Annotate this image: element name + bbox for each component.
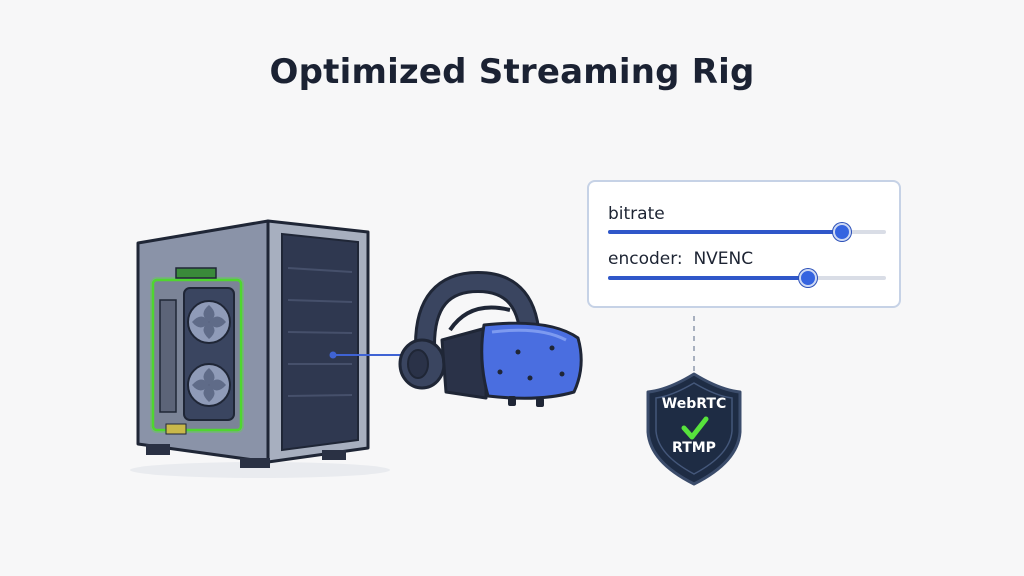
vr-headset-icon: [398, 270, 583, 407]
pc-shadow: [130, 462, 390, 478]
bitrate-label: bitrate: [608, 204, 665, 224]
bitrate-slider[interactable]: [608, 223, 886, 241]
badge-label-webrtc: WebRTC: [661, 396, 727, 412]
page-title: Optimized Streaming Rig: [269, 52, 755, 92]
badge-label-rtmp: RTMP: [672, 440, 716, 456]
encoder-slider-fill: [608, 276, 809, 280]
bitrate-slider-thumb[interactable]: [832, 223, 851, 241]
encoder-slider-thumb[interactable]: [799, 269, 818, 287]
gpu-fan-top: [187, 300, 231, 344]
protocol-shield-icon: [646, 372, 742, 486]
bitrate-slider-fill: [608, 230, 842, 234]
gpu-icon: [150, 267, 244, 435]
pc-to-headset-cable: [329, 351, 408, 359]
encoder-label: encoder: NVENC: [608, 249, 754, 269]
gpu-fan-bottom: [187, 363, 231, 407]
check-icon: [681, 416, 709, 440]
stream-settings-panel: bitrate encoder: NVENC: [587, 180, 901, 308]
encoder-slider[interactable]: [608, 269, 886, 287]
